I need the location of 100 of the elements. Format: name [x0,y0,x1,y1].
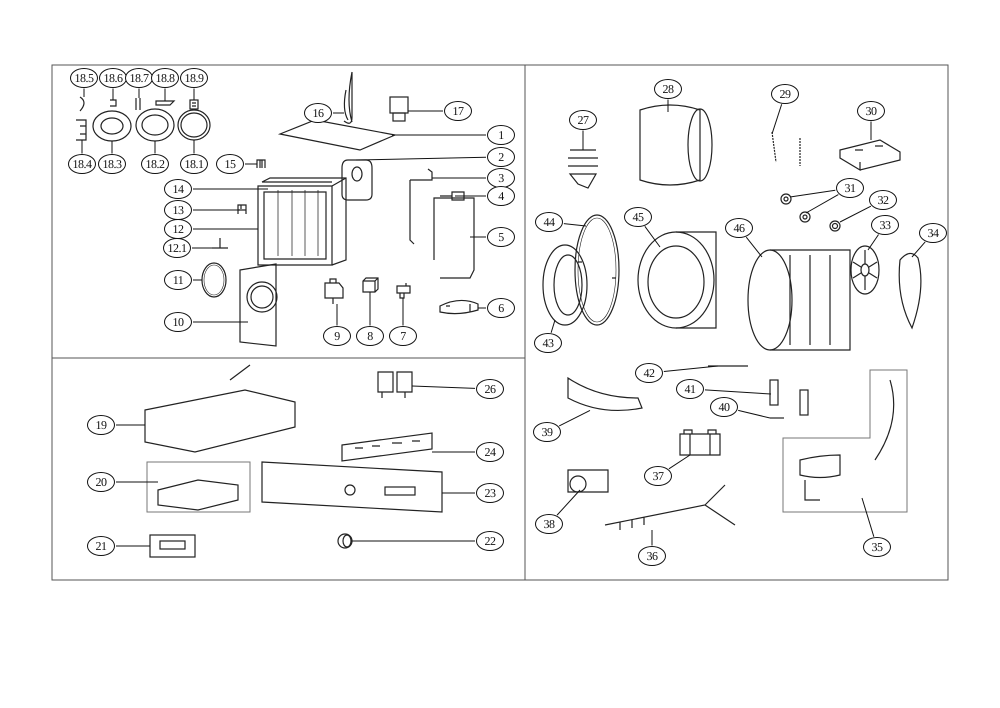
callout-number: 28 [654,79,682,99]
callout-number: 9 [323,326,351,346]
callout-number: 13 [164,200,192,220]
bearing-drawing [799,211,811,223]
callout-number: 29 [771,84,799,104]
callout-number: 6 [487,298,515,318]
leader-line [558,410,590,426]
callout-number: 18.2 [141,154,169,174]
foot-drawing [211,237,229,249]
gasket-frame-drawing [341,159,373,201]
callout-number: 21 [87,536,115,556]
callout-number: 5 [487,227,515,247]
callout-number: 1 [487,125,515,145]
leader-line [138,88,140,98]
callout-number: 20 [87,472,115,492]
callout-number: 19 [87,415,115,435]
control-panel-drawing [261,461,443,513]
callout-number: 23 [476,483,504,503]
hinge-drawing [80,96,85,112]
leader-line [746,236,762,258]
handle-drawing [149,534,196,558]
switch-drawing [396,282,411,299]
callout-number: 41 [676,379,704,399]
callout-number: 18.3 [98,154,126,174]
leader-line [392,134,486,136]
pipe-drawing [433,197,475,279]
callout-number: 12 [164,219,192,239]
drain-pump-drawing [567,469,609,493]
cabinet-drawing [261,177,347,266]
callout-number: 18.8 [151,68,179,88]
callout-number: 4 [487,186,515,206]
leader-line [356,156,486,160]
callout-number: 2 [487,147,515,167]
leader-line [840,206,872,222]
seal-drawing [829,220,841,232]
callout-number: 45 [624,207,652,227]
top-panel-drawing [278,119,398,151]
leader-line [164,88,166,102]
hinge-drawing [75,119,87,141]
leader-line [192,228,258,230]
callout-number: 18.5 [70,68,98,88]
callout-number: 8 [356,326,384,346]
latch-drawing [189,99,199,110]
callout-number: 40 [710,397,738,417]
harness-drawing [604,484,736,531]
door-gasket-drawing [542,244,588,326]
callout-number: 38 [535,514,563,534]
callout-number: 27 [569,110,597,130]
callout-number: 7 [389,326,417,346]
leader-line [336,304,338,326]
callout-number: 43 [534,333,562,353]
door-glass-drawing [92,110,132,142]
leader-line [668,454,690,470]
hose-drawing [343,71,353,124]
callout-number: 44 [535,212,563,232]
tub-front-drawing [637,231,717,329]
callout-number: 3 [487,168,515,188]
leader-line [806,194,839,214]
counterweight-drawing [567,377,643,412]
callout-number: 14 [164,179,192,199]
leader-line [412,386,476,389]
clamp-drawing [439,300,479,314]
pulley-drawing [850,245,880,295]
leader-line [470,236,486,238]
leader-line [563,223,586,226]
clip-drawing [110,99,117,107]
leader-line [870,121,872,140]
leader-line [408,110,444,112]
weight-drawing [839,139,901,172]
callout-number: 32 [869,190,897,210]
callout-number: 15 [216,154,244,174]
motor-drawing [679,429,721,456]
callout-number: 16 [304,103,332,123]
valve-drawing [377,371,413,399]
callout-number: 31 [836,178,864,198]
dispenser-drawing [144,364,296,453]
spring-drawing [771,131,801,167]
callout-number: 18.6 [99,68,127,88]
belt-drawing [898,252,922,329]
front-panel-drawing [239,263,278,347]
bellows-drawing [567,149,599,189]
callout-number: 18.9 [180,68,208,88]
leader-line [868,234,880,250]
valve-drawing [389,96,409,122]
spring-drawing [135,97,141,111]
leader-line [582,130,584,150]
ring-drawing [574,214,620,326]
leader-line [112,88,114,100]
bracket-drawing [237,204,247,215]
pump-drawing [324,278,344,305]
leader-line [663,366,718,372]
wire-drawing [409,168,433,245]
leader-line [332,112,344,114]
leader-line [738,410,770,418]
door-frame-drawing [177,109,211,141]
callout-number: 37 [644,466,672,486]
callout-number: 18.7 [125,68,153,88]
damper-drawing [769,379,809,416]
capacitor-drawing [362,277,379,293]
leader-line [154,140,156,154]
